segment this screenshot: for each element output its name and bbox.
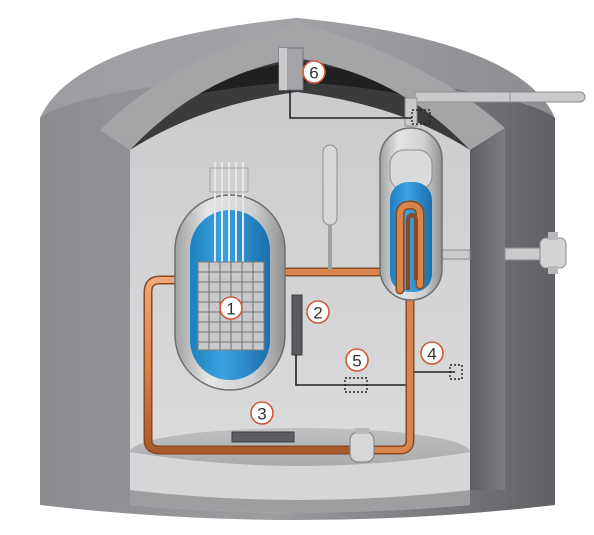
callout-3-number: 3 xyxy=(257,405,266,424)
callout-3: 3 xyxy=(250,401,274,425)
callout-1-number: 1 xyxy=(226,300,235,319)
primary-coolant-loop xyxy=(143,267,415,455)
callout-4-number: 4 xyxy=(427,345,436,364)
floor-plate xyxy=(231,431,295,443)
wall-junction-box xyxy=(449,364,463,380)
callout-2: 2 xyxy=(306,300,330,324)
callout-5-number: 5 xyxy=(352,352,361,371)
external-piping xyxy=(404,91,586,274)
callout-2-number: 2 xyxy=(313,304,322,323)
sensor-rod xyxy=(291,294,303,356)
callout-6: 6 xyxy=(302,60,326,84)
dome-junction-box xyxy=(411,109,431,125)
steam-generator xyxy=(379,127,443,301)
coolant-pump xyxy=(349,428,375,463)
callout-1: 1 xyxy=(219,296,243,320)
pressurizer-rod xyxy=(322,144,338,270)
callout-4: 4 xyxy=(420,341,444,365)
callout-6-number: 6 xyxy=(309,64,318,83)
dome-unit xyxy=(278,47,304,91)
callout-5: 5 xyxy=(345,348,369,372)
signal-junction-box xyxy=(344,377,368,393)
